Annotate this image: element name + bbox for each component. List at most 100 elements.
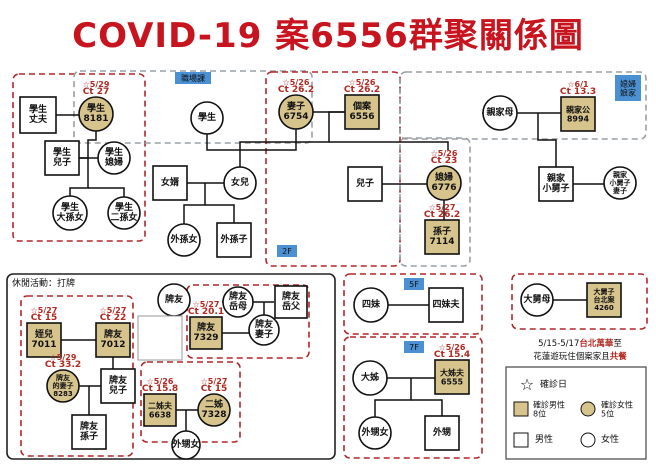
relation-line-8 xyxy=(183,183,206,224)
female-wgd xyxy=(167,223,201,257)
case-male-c6556 xyxy=(344,94,380,130)
tag-workplace xyxy=(175,72,211,84)
node-label-son: 兒子 xyxy=(356,177,374,189)
node-gd2: 學生二孫女 xyxy=(107,196,141,230)
case-male-c7329 xyxy=(189,316,223,350)
case-female-c6754 xyxy=(278,94,314,130)
legend-female-positive-swatch xyxy=(580,401,596,417)
node-label-bigbro: 大舅母 xyxy=(523,293,550,305)
node-label-inlawmom: 親家母 xyxy=(486,106,513,118)
female-inlawmom xyxy=(482,95,518,131)
legend-female: 女性 xyxy=(601,433,619,445)
node-date-c7328: ☆5/27 xyxy=(201,377,228,386)
node-wgd: 外孫女 xyxy=(167,223,201,257)
tag-inlaws xyxy=(615,75,641,101)
node-ct-c6556: Ct 26.2 xyxy=(344,85,380,95)
node-date-c6555: ☆5/26 xyxy=(439,343,466,352)
node-student: 學生 xyxy=(190,101,224,135)
legend-male: 男性 xyxy=(535,433,553,445)
region-student-family xyxy=(12,73,146,242)
node-pygs: 牌友孫子 xyxy=(71,414,107,450)
node-stuson: 學生兒子 xyxy=(44,140,80,176)
region-taipei xyxy=(511,273,648,330)
node-date-c8181: ☆5/29 xyxy=(83,80,110,89)
node-ct-c6555: Ct 15.4 xyxy=(434,350,470,360)
node-ct-c6638: Ct 15.8 xyxy=(142,384,178,394)
node-label-stuson: 學生兒子 xyxy=(53,146,71,168)
node-label-daughter: 女兒 xyxy=(231,176,249,188)
node-date-c8283: ☆5/29 xyxy=(50,353,77,362)
legend-confirm-date: 確診日 xyxy=(540,378,567,390)
female-student xyxy=(190,101,224,135)
node-date-c6776: ☆5/26 xyxy=(431,149,458,158)
node-date-c8994: ☆6/1 xyxy=(567,80,589,89)
node-ct-c7011: Ct 15 xyxy=(31,313,58,323)
node-label-studil: 學生媳婦 xyxy=(105,146,123,168)
female-waisheng xyxy=(171,430,201,460)
male-stuson xyxy=(44,140,80,176)
region-5f xyxy=(343,273,483,335)
node-wgs: 外孫子 xyxy=(216,222,252,258)
node-gd1: 學生大孫女 xyxy=(52,195,88,231)
node-label-husband: 學生丈夫 xyxy=(29,103,48,125)
case-male-c4260 xyxy=(586,282,622,318)
tag-floor5 xyxy=(404,278,424,290)
case-female-c7328 xyxy=(197,393,231,427)
node-label-pywife: 牌友妻子 xyxy=(255,318,273,340)
tag-label-floor5: 5F xyxy=(409,280,419,289)
node-label-inlawbrowife: 親家小舅子妻子 xyxy=(609,170,631,195)
region-7f xyxy=(343,336,483,459)
case-male-c7114 xyxy=(424,219,460,255)
region-mahjong-7329 xyxy=(186,284,310,359)
tag-floor2 xyxy=(277,245,297,257)
relation-line-30 xyxy=(411,399,443,416)
node-soninlaw: 女婿 xyxy=(152,165,188,201)
case-male-c7012 xyxy=(95,322,131,358)
node-pywife: 牌友妻子 xyxy=(248,314,280,346)
tag-label-floor2: 2F xyxy=(282,247,292,256)
placeholder-square xyxy=(137,315,183,361)
node-date-c6754: ☆5/26 xyxy=(283,78,310,87)
activity-label: 休閒活動：打牌 xyxy=(12,277,75,289)
male-husband xyxy=(19,96,57,134)
relation-line-9 xyxy=(205,204,235,223)
legend-box xyxy=(505,366,647,460)
male-fourth_bil xyxy=(428,287,464,323)
female-gd1 xyxy=(52,195,88,231)
node-label-pymil: 牌友岳母 xyxy=(229,290,247,312)
node-waisheng_f: 外甥女 xyxy=(358,416,392,450)
node-date-c6556: ☆5/26 xyxy=(349,78,376,87)
tag-label-inlaws: 媳婦娘家 xyxy=(620,78,636,97)
legend-male-positive-swatch xyxy=(513,401,529,417)
case-female-c6776 xyxy=(426,165,462,201)
node-inlawmom: 親家母 xyxy=(482,95,518,131)
case-female-c8283 xyxy=(46,369,80,403)
node-label-big_sis: 大姊 xyxy=(361,371,379,383)
node-label-fourth_sis: 四妹 xyxy=(362,298,381,310)
case-male-c6555 xyxy=(434,359,470,395)
case-male-c8994 xyxy=(560,96,596,132)
relation-line-6 xyxy=(206,129,297,151)
relation-line-12 xyxy=(329,141,449,150)
female-fourth_sis xyxy=(353,287,389,323)
relation-line-16 xyxy=(537,113,557,167)
node-daughter: 女兒 xyxy=(223,166,257,200)
female-pywife xyxy=(248,314,280,346)
legend-male-swatch xyxy=(513,432,529,448)
node-ct-c8994: Ct 13.3 xyxy=(560,87,596,97)
node-inlawbrowife: 親家小舅子妻子 xyxy=(603,166,637,200)
node-label-fourth_bil: 四妹夫 xyxy=(432,298,460,310)
